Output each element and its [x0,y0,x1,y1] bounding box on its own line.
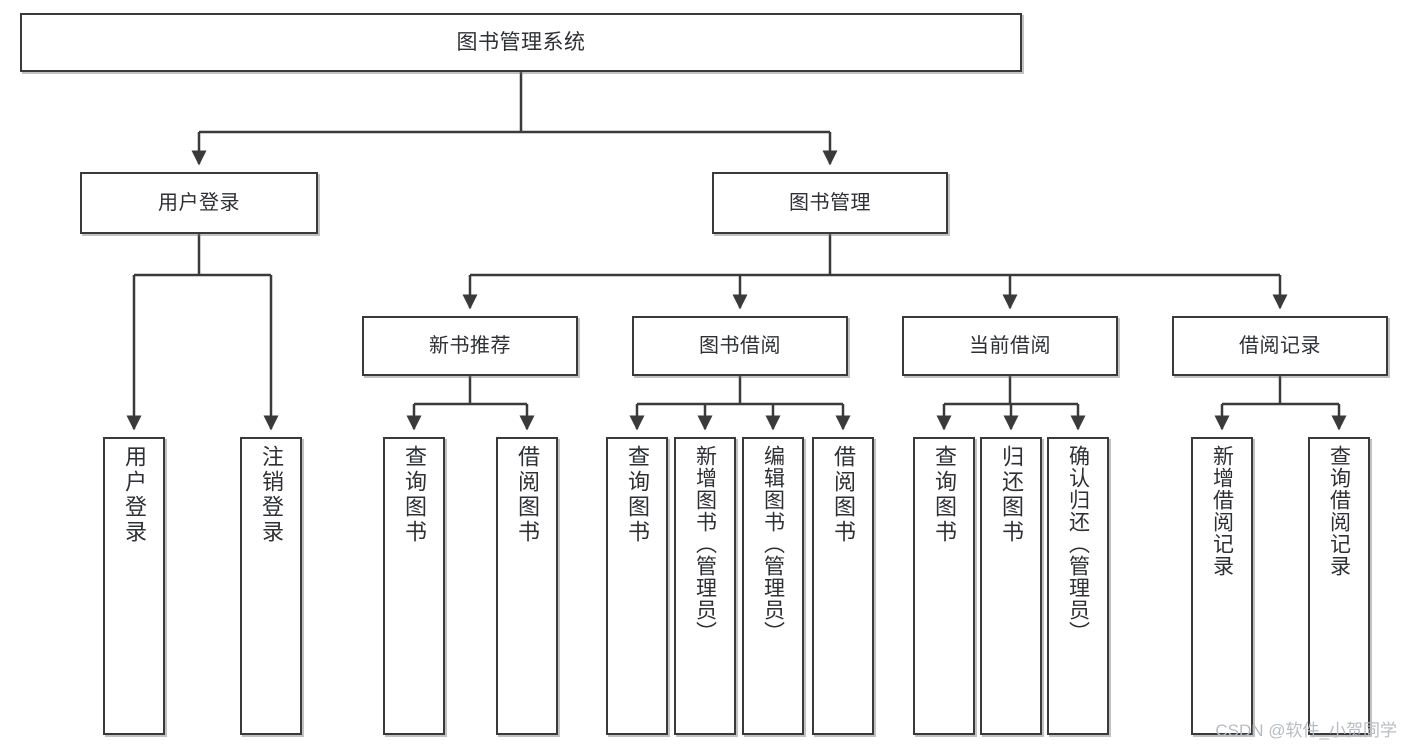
node-label: 新书推荐 [429,334,511,357]
node-book-management[interactable]: 图书管理 [712,172,948,234]
leaf-new-book-borrow-books[interactable]: 借阅图书 [496,437,558,735]
leaf-new-book-query-books[interactable]: 查询图书 [383,437,445,735]
node-label: 图书借阅 [699,334,781,357]
node-label: 注销登录 [259,445,284,545]
leaf-current-borrow-query-books[interactable]: 查询图书 [913,437,975,735]
node-label: 查询图书 [932,445,957,545]
node-label: 查询图书 [402,445,427,545]
leaf-current-borrow-return-books[interactable]: 归还图书 [980,437,1042,735]
node-label: 新增借阅记录 [1210,445,1234,577]
node-label: 借阅记录 [1239,334,1321,357]
node-label: 归还图书 [999,445,1024,545]
node-label: 确认归还（管理员） [1066,445,1090,643]
node-user-login[interactable]: 用户登录 [80,172,318,234]
node-label: 编辑图书（管理员） [761,445,785,643]
leaf-borrow-record-add-record[interactable]: 新增借阅记录 [1191,437,1253,735]
node-label: 图书管理 [789,191,871,214]
node-borrow-record[interactable]: 借阅记录 [1172,316,1388,376]
node-book-borrow[interactable]: 图书借阅 [632,316,848,376]
node-current-borrow[interactable]: 当前借阅 [902,316,1118,376]
node-new-book-recommend[interactable]: 新书推荐 [362,316,578,376]
node-label: 新增图书（管理员） [693,445,717,643]
leaf-book-borrow-add-book-admin[interactable]: 新增图书（管理员） [674,437,736,735]
node-label: 借阅图书 [831,445,856,545]
leaf-borrow-record-query-record[interactable]: 查询借阅记录 [1308,437,1370,735]
node-label: 借阅图书 [515,445,540,545]
csdn-watermark: CSDN @软件_小贺同学 [1215,721,1397,740]
leaf-book-borrow-query-books[interactable]: 查询图书 [606,437,668,735]
node-label: 当前借阅 [969,334,1051,357]
node-label: 用户登录 [158,191,240,214]
leaf-user-login-login[interactable]: 用户登录 [103,437,165,735]
node-label: 图书管理系统 [456,30,586,54]
node-root-library-system[interactable]: 图书管理系统 [20,13,1022,72]
leaf-book-borrow-borrow-books[interactable]: 借阅图书 [812,437,874,735]
node-label: 查询借阅记录 [1327,445,1351,577]
leaf-user-login-logout[interactable]: 注销登录 [240,437,302,735]
leaf-book-borrow-edit-book-admin[interactable]: 编辑图书（管理员） [742,437,804,735]
node-label: 查询图书 [625,445,650,545]
leaf-current-borrow-confirm-return-admin[interactable]: 确认归还（管理员） [1047,437,1109,735]
node-label: 用户登录 [122,445,147,545]
